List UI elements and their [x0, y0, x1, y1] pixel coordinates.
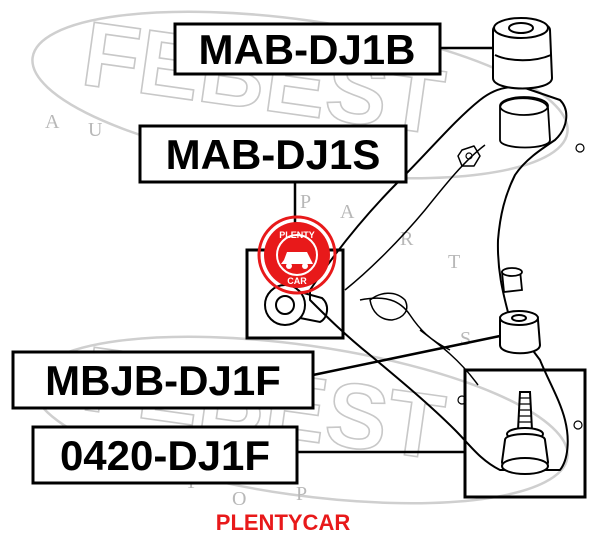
- label-mab-dj1b-text: MAB-DJ1B: [198, 26, 415, 73]
- label-0420-dj1f-text: 0420-DJ1F: [60, 432, 270, 479]
- label-mab-dj1s: MAB-DJ1S: [138, 124, 408, 184]
- stamp-car-wheel: [286, 263, 292, 269]
- stamp-outer-ring: [257, 215, 337, 295]
- hex-nut: [457, 145, 481, 167]
- label-mbjb-dj1f: MBJB-DJ1F: [11, 350, 315, 410]
- rear-bushing-band: [494, 54, 552, 62]
- front-bushing-inner: [275, 295, 295, 315]
- wm-letter: A: [340, 201, 355, 223]
- label-0420-dj1f: 0420-DJ1F: [31, 425, 299, 485]
- boot-hole: [511, 314, 527, 322]
- wm-letter: A: [45, 111, 60, 133]
- control-arm-inner: [344, 144, 486, 386]
- wm-letter: T: [448, 251, 460, 273]
- bolt-marker: [573, 420, 583, 430]
- label-mab-dj1b: MAB-DJ1B: [173, 22, 442, 76]
- control-arm-rib: [369, 292, 408, 321]
- ball-joint-boot-part: [499, 310, 542, 355]
- bolt-marker: [575, 143, 585, 153]
- ball-joint-base: [501, 457, 549, 475]
- ball-joint-thread: [519, 397, 531, 423]
- wm-letter: P: [300, 191, 311, 213]
- control-arm-outline: [309, 85, 569, 471]
- front-bushing-part: [264, 284, 328, 326]
- leader-mbjb-dj1f: [312, 334, 501, 377]
- stamp-top-text: PLENTY: [279, 230, 315, 240]
- ball-joint-part: [500, 391, 550, 475]
- small-grommet: [501, 267, 523, 293]
- front-bushing-sleeve: [299, 291, 328, 324]
- wm-letter: P: [296, 483, 307, 505]
- control-arm-drawing: [309, 85, 585, 471]
- rear-bushing-part: [492, 17, 554, 90]
- label-mbjb-dj1f-text: MBJB-DJ1F: [45, 357, 281, 404]
- plentycar-stamp: PLENTY CAR: [257, 215, 337, 295]
- hex-nut-hole: [465, 152, 473, 160]
- rear-bushing-socket: [499, 96, 551, 149]
- stamp-car-icon: [281, 252, 313, 264]
- label-mab-dj1s-text: MAB-DJ1S: [166, 131, 381, 178]
- wm-letter: U: [88, 119, 103, 141]
- rear-bushing-hole: [508, 22, 534, 34]
- stamp-car-wheel: [302, 263, 308, 269]
- wm-letter: S: [460, 328, 471, 350]
- stamp-bottom-text: CAR: [287, 276, 307, 286]
- ball-joint-highlight-box: [463, 368, 587, 499]
- stamp-inner-ring: [276, 234, 318, 276]
- wm-letter: O: [232, 488, 246, 510]
- footer-brand-text: PLENTYCAR: [216, 510, 351, 535]
- wm-letter: R: [400, 228, 414, 250]
